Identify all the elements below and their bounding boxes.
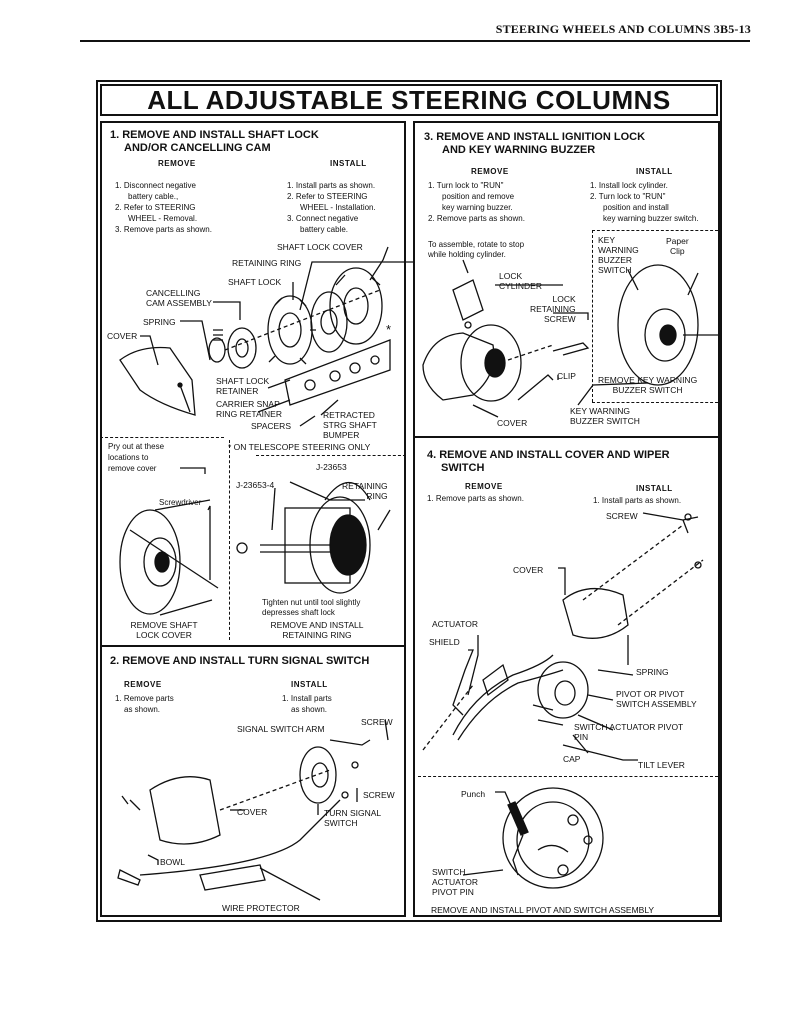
s3-assemble-note: To assemble, rotate to stop while holdin… — [428, 240, 525, 259]
s1-label-cover: COVER — [107, 331, 138, 341]
s1-label-asterisk: * — [386, 322, 392, 337]
s4-label-switch-actuator-pivot-pin-2: SWITCH ACTUATOR PIVOT PIN — [432, 867, 478, 897]
s2-install-title: INSTALL — [291, 680, 328, 689]
s3-install-title: INSTALL — [636, 167, 673, 176]
s3-label-lock-retaining-screw: LOCK RETAINING SCREW — [530, 294, 576, 324]
s1-label-shaft-lock: SHAFT LOCK — [228, 277, 282, 287]
s2-label-screw: SCREW — [363, 790, 395, 800]
s1-label-j23653-4: J-23653-4 — [236, 480, 275, 490]
s1-divider-1 — [100, 437, 224, 438]
pivot-switch-punch-view — [462, 787, 604, 889]
shaft-lock-exploded-view — [119, 267, 391, 416]
header-rule — [80, 40, 750, 42]
s1-label-spring: SPRING — [143, 317, 176, 327]
s3-label-clip: CLIP — [557, 371, 576, 381]
s1-tighten-note: Tighten nut until tool slightly depresse… — [262, 598, 361, 617]
shaft-lock-cover-removal — [119, 467, 219, 616]
s1-label-spacers: SPACERS — [251, 421, 291, 431]
s4-label-shield: SHIELD — [429, 637, 460, 647]
s3-remove-title: REMOVE — [471, 167, 509, 176]
s2-label-cover: COVER — [237, 807, 268, 817]
s1-label-shaft-lock-cover: SHAFT LOCK COVER — [277, 242, 363, 252]
s3-label-paper-clip: Paper Clip — [666, 236, 689, 256]
panel-turn-signal — [100, 645, 406, 917]
s2-remove-steps: 1. Remove parts as shown. — [115, 694, 174, 714]
s1-remove-shaft-lock-cover-caption: REMOVE SHAFT LOCK COVER — [130, 620, 198, 640]
s1-pry-note: Pry out at these locations to remove cov… — [108, 442, 165, 473]
turn-signal-switch-view — [117, 719, 389, 901]
s3-inset-left — [592, 230, 593, 402]
running-header: STEERING WHEELS AND COLUMNS 3B5-13 — [495, 22, 751, 36]
s4-label-cap: CAP — [563, 754, 581, 764]
s3-remove-steps: 1. Turn lock to "RUN" position and remov… — [428, 181, 525, 223]
s3-label-cover: COVER — [497, 418, 528, 428]
s2-label-signal-switch-arm: SIGNAL SWITCH ARM — [237, 724, 325, 734]
s2-label-bowl: BOWL — [160, 857, 186, 867]
s4-remove-steps: 1. Remove parts as shown. — [427, 494, 524, 503]
s1-remove-steps: 1. Disconnect negative battery cable., 2… — [115, 181, 212, 234]
s2-label-wire-protector: WIRE PROTECTOR — [222, 903, 300, 913]
page-title: ALL ADJUSTABLE STEERING COLUMNS — [100, 84, 718, 116]
s1-label-shaft-lock-retainer: SHAFT LOCK RETAINER — [216, 376, 270, 396]
s4-label-cover: COVER — [513, 565, 544, 575]
s4-label-actuator: ACTUATOR — [432, 619, 478, 629]
s2-label-turn-signal-switch: TURN SIGNAL SWITCH — [324, 808, 382, 828]
retaining-ring-tool-view — [236, 481, 391, 594]
s1-divider-2 — [256, 455, 406, 456]
s1-label-retracted-bumper: RETRACTED STRG SHAFT BUMPER — [323, 410, 377, 440]
s3-label-remove-key-warning: REMOVE KEY WARNING BUZZER SWITCH — [598, 375, 698, 395]
s4-heading: 4. REMOVE AND INSTALL COVER AND WIPER SW… — [427, 449, 670, 474]
s1-screwdriver-label: Screwdriver — [159, 498, 202, 507]
s4-label-pivot-switch: PIVOT OR PIVOT SWITCH ASSEMBLY — [616, 689, 697, 709]
page-frame — [96, 80, 722, 922]
s3-inset-top — [592, 230, 718, 231]
s1-install-title: INSTALL — [330, 159, 367, 168]
ignition-lock-view — [422, 259, 718, 418]
panel-cover-wiper-switch — [413, 436, 720, 917]
s4-remove-title: REMOVE — [465, 482, 503, 491]
s1-remove-install-ring-caption: REMOVE AND INSTALL RETAINING RING — [270, 620, 364, 640]
s4-install-steps: 1. Install parts as shown. — [593, 496, 682, 505]
s3-install-steps: 1. Install lock cylinder. 2. Turn lock t… — [590, 181, 699, 223]
s1-label-j23653: J-23653 — [316, 462, 347, 472]
s2-label-screw-top: SCREW — [361, 717, 393, 727]
s4-footer-caption: REMOVE AND INSTALL PIVOT AND SWITCH ASSE… — [431, 905, 655, 915]
s4-label-punch: Punch — [461, 789, 486, 799]
s4-divider — [418, 776, 718, 777]
s1-remove-title: REMOVE — [158, 159, 196, 168]
s2-install-steps: 1. Install parts as shown. — [282, 694, 332, 714]
s3-label-lock-cylinder: LOCK CYLINDER — [499, 271, 542, 291]
s3-inset-bottom — [592, 402, 718, 403]
cover-wiper-switch-view — [422, 512, 704, 761]
s1-label-retaining-ring: RETAINING RING — [232, 258, 302, 268]
s1-telescope-note: * ON TELESCOPE STEERING ONLY — [228, 442, 371, 452]
s1-leader-lines — [140, 246, 415, 427]
s2-heading: 2. REMOVE AND INSTALL TURN SIGNAL SWITCH — [110, 655, 370, 667]
s4-label-tilt-lever: TILT LEVER — [638, 760, 685, 770]
s1-label-carrier-snap-ring: CARRIER SNAP RING RETAINER — [216, 399, 282, 419]
s1-label-cancelling-cam: CANCELLING CAM ASSEMBLY — [146, 288, 212, 308]
s3-heading: 3. REMOVE AND INSTALL IGNITION LOCK AND … — [424, 131, 646, 156]
s3-label-key-warning-buzzer-switch: KEY WARNING BUZZER SWITCH — [598, 235, 639, 275]
s1-install-steps: 1. Install parts as shown. 2. Refer to S… — [287, 181, 376, 234]
s4-install-title: INSTALL — [636, 484, 673, 493]
s2-remove-title: REMOVE — [124, 680, 162, 689]
s3-label-key-warning-buzzer: KEY WARNING BUZZER SWITCH — [570, 406, 640, 426]
s1-heading: 1. REMOVE AND INSTALL SHAFT LOCK AND/OR … — [110, 129, 319, 154]
s4-label-screw: SCREW — [606, 511, 638, 521]
s4-label-spring: SPRING — [636, 667, 669, 677]
s1-label-retaining-ring-tool: RETAINING RING — [342, 481, 388, 501]
s1-divider-vertical — [229, 440, 230, 640]
s4-label-switch-actuator-pivot-pin: SWITCH ACTUATOR PIVOT PIN — [574, 722, 684, 742]
